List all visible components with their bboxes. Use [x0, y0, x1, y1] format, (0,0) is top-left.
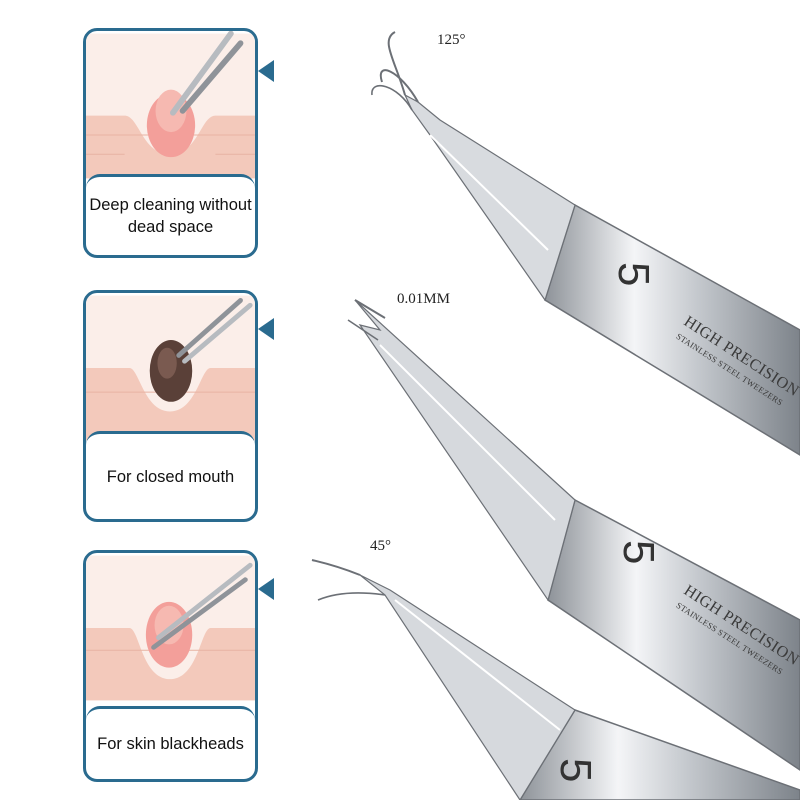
tweezer-fine-tip [347, 299, 800, 771]
blackhead-illustration [86, 555, 255, 701]
tweezer-125-degree [371, 31, 800, 456]
feature-card-deep-cleaning: Deep cleaning without dead space [83, 28, 258, 258]
tweezer-2-tip-label: 0.01MM [397, 291, 450, 307]
feature-card-blackheads: For skin blackheads [83, 550, 258, 782]
tweezer-3-number: 5 [551, 758, 600, 783]
card-3-caption: For skin blackheads [86, 706, 255, 779]
skin-pore-illustration [86, 31, 255, 179]
feature-card-closed-mouth: For closed mouth [83, 290, 258, 522]
tweezer-1-number: 5 [609, 262, 658, 287]
closed-comedo-illustration [86, 295, 255, 441]
tweezer-3-tip-label: 45° [370, 538, 391, 554]
card-2-caption: For closed mouth [86, 431, 255, 519]
tweezer-2-number: 5 [614, 540, 663, 565]
card-1-pointer [258, 60, 274, 82]
card-3-pointer [258, 578, 274, 600]
tweezer-1-tip-label: 125° [437, 32, 466, 48]
tweezer-45-degree [311, 559, 800, 800]
card-2-pointer [258, 318, 274, 340]
card-1-caption: Deep cleaning without dead space [86, 174, 255, 255]
